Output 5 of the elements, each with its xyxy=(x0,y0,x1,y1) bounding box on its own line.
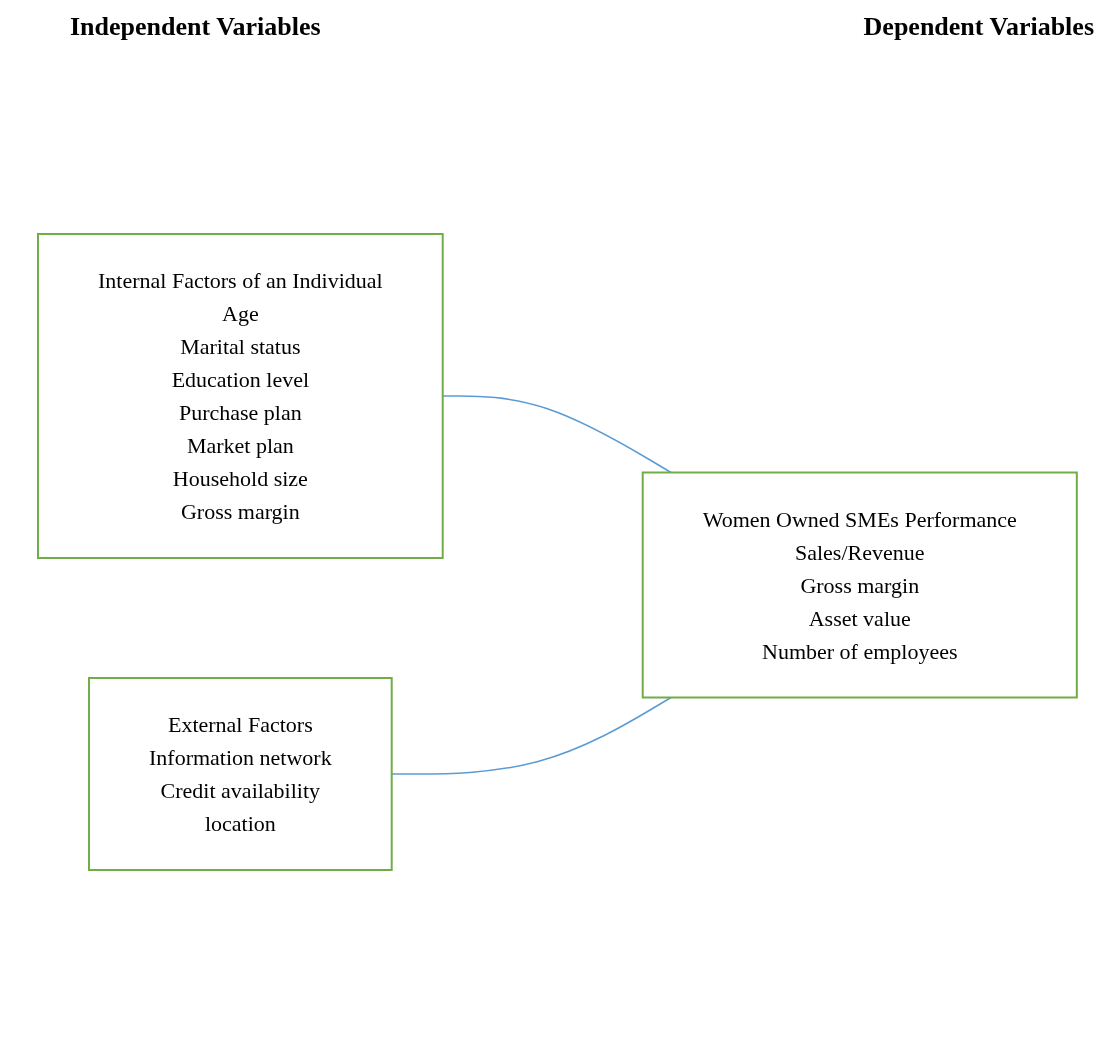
column-heading: Independent Variables xyxy=(70,12,321,43)
column-heading: Dependent Variables xyxy=(863,12,1094,43)
node-box: External Factors Information network Credit availability location xyxy=(87,677,393,871)
node-box: Women Owned SMEs Performance Sales/Revenue Gross margin Asset value Number of employees xyxy=(641,471,1078,699)
node-box: Internal Factors of an Individual Age Marital status Education level Purchase plan Market plan Household size Gross margin xyxy=(36,233,444,559)
